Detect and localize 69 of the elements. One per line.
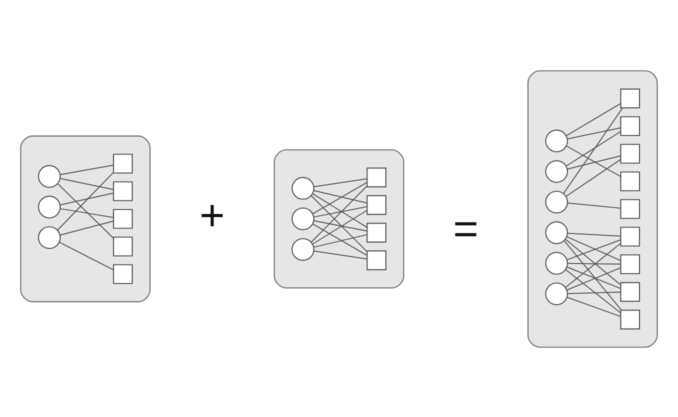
connector xyxy=(566,154,622,170)
connector xyxy=(60,192,114,205)
node-box xyxy=(366,167,386,187)
node-box xyxy=(366,222,386,242)
node-circle xyxy=(292,238,314,260)
node-box xyxy=(620,254,640,274)
node-box xyxy=(366,194,386,214)
label: = xyxy=(453,205,478,254)
connector xyxy=(60,178,114,190)
connector xyxy=(310,194,368,252)
connector xyxy=(566,144,622,177)
connector xyxy=(56,171,114,230)
connector xyxy=(313,190,368,204)
node-box xyxy=(620,226,640,246)
connector xyxy=(312,209,368,244)
node-box xyxy=(620,116,640,136)
node-box xyxy=(112,180,133,201)
node-circle xyxy=(292,176,314,200)
node-box xyxy=(620,198,640,218)
connector xyxy=(58,241,114,270)
node-box xyxy=(112,236,133,256)
connector xyxy=(564,240,622,310)
node-box xyxy=(112,264,133,284)
cluster xyxy=(274,148,404,288)
connector xyxy=(567,126,622,139)
node-box xyxy=(620,281,640,302)
connector xyxy=(57,182,114,238)
node-circle xyxy=(38,164,61,188)
connector xyxy=(313,178,368,187)
connector xyxy=(567,202,622,208)
node-box xyxy=(620,170,640,191)
node-circle xyxy=(545,129,568,152)
connector xyxy=(313,250,368,260)
node-circle xyxy=(38,226,61,249)
node-box xyxy=(112,208,133,228)
node-box xyxy=(620,88,640,108)
connector xyxy=(312,222,368,256)
connector xyxy=(313,220,368,232)
node-circle xyxy=(38,195,61,218)
connector xyxy=(567,262,622,264)
label: + xyxy=(200,191,225,240)
node-circle xyxy=(545,282,568,305)
connector xyxy=(312,192,368,228)
connector xyxy=(562,106,624,194)
connector xyxy=(60,220,114,236)
connector xyxy=(60,164,114,175)
cluster xyxy=(20,134,151,302)
connector xyxy=(565,268,621,313)
connector xyxy=(567,232,622,236)
node-circle xyxy=(545,160,568,182)
connector xyxy=(313,206,368,217)
node-box xyxy=(366,250,386,270)
node-box xyxy=(112,153,133,174)
node-circle xyxy=(545,190,568,213)
connector xyxy=(310,185,368,242)
node-box xyxy=(620,143,640,164)
connector xyxy=(566,296,621,316)
connector xyxy=(566,102,622,136)
connector xyxy=(566,130,622,166)
node-circle xyxy=(292,206,314,230)
connector xyxy=(567,291,622,294)
connector xyxy=(312,181,368,214)
connector xyxy=(313,234,368,248)
node-circle xyxy=(545,251,568,274)
cluster xyxy=(527,70,658,348)
node-circle xyxy=(545,220,568,244)
connector xyxy=(566,158,622,196)
connector xyxy=(60,208,114,218)
node-box xyxy=(620,309,640,329)
